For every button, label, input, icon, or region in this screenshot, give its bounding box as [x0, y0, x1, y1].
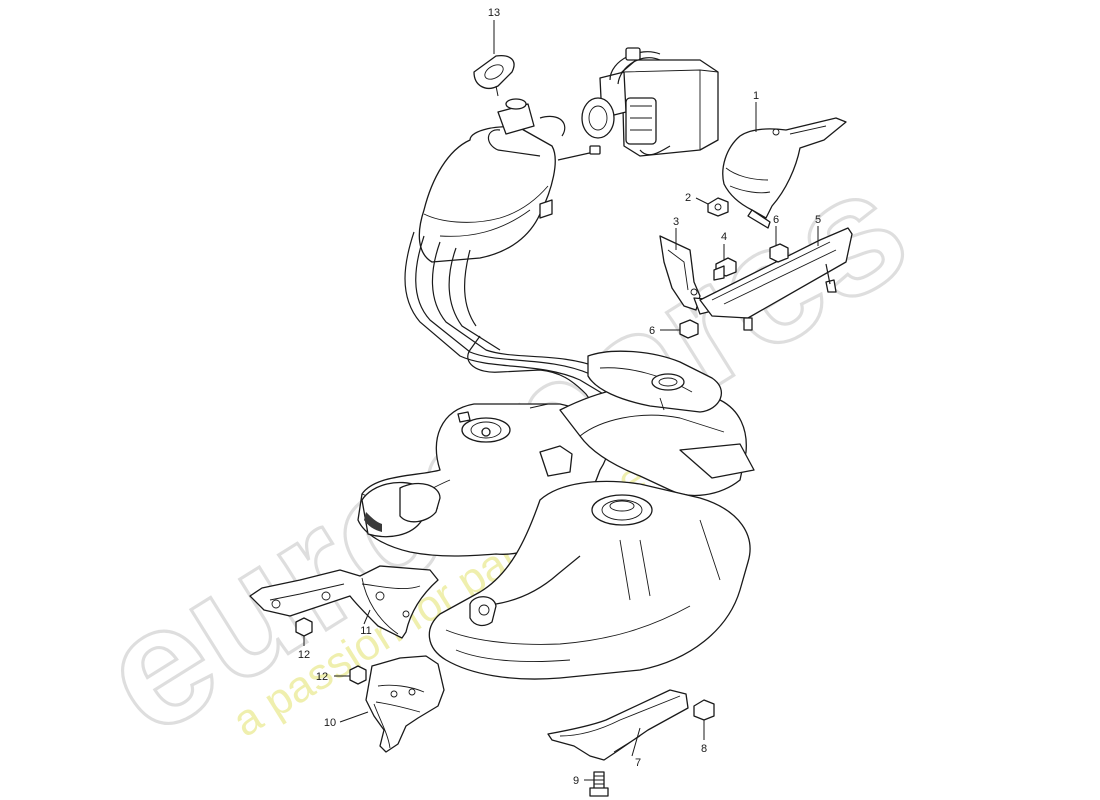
- nut-part-12-upper: [295, 617, 313, 637]
- callout-9: 9: [573, 775, 579, 787]
- callout-4: 4: [721, 231, 727, 243]
- part-5-bracket-rail: [699, 227, 853, 331]
- callout-2: 2: [685, 192, 691, 204]
- callout-10: 10: [324, 717, 336, 729]
- fuel-tank: [357, 350, 755, 680]
- part-1-heat-shield: [722, 117, 847, 229]
- callout-5: 5: [815, 214, 821, 226]
- callout-7: 7: [635, 757, 641, 769]
- part-13-seal: [473, 54, 515, 97]
- nut-part-8: [693, 699, 715, 721]
- callout-6-lower: 6: [649, 325, 655, 337]
- callout-8: 8: [701, 743, 707, 755]
- fasteners-upper: [679, 197, 789, 339]
- filler-neck-reservoir: [418, 98, 601, 263]
- charcoal-canister: [581, 47, 719, 157]
- nut-part-6-lower: [679, 319, 699, 339]
- leader-lines: [303, 20, 819, 781]
- nut-part-2: [707, 197, 729, 217]
- callout-1: 1: [753, 90, 759, 102]
- callout-13: 13: [488, 7, 500, 19]
- part-11-heat-shield: [249, 565, 439, 639]
- callout-6-upper: 6: [773, 214, 779, 226]
- nut-part-12-lower: [349, 665, 367, 685]
- callout-12-upper: 12: [298, 649, 310, 661]
- part-10-heat-shield: [365, 655, 445, 753]
- fasteners-lower: [295, 617, 715, 797]
- callouts: 13 1 2 3 4 6 5 6 11 12 12 10 7 8 9: [298, 7, 821, 787]
- nut-part-6-upper: [769, 243, 789, 263]
- callout-12-lower: 12: [316, 671, 328, 683]
- bolt-part-9: [593, 771, 605, 791]
- callout-3: 3: [673, 216, 679, 228]
- callout-11: 11: [360, 625, 371, 637]
- part-7-heat-shield: [547, 689, 689, 761]
